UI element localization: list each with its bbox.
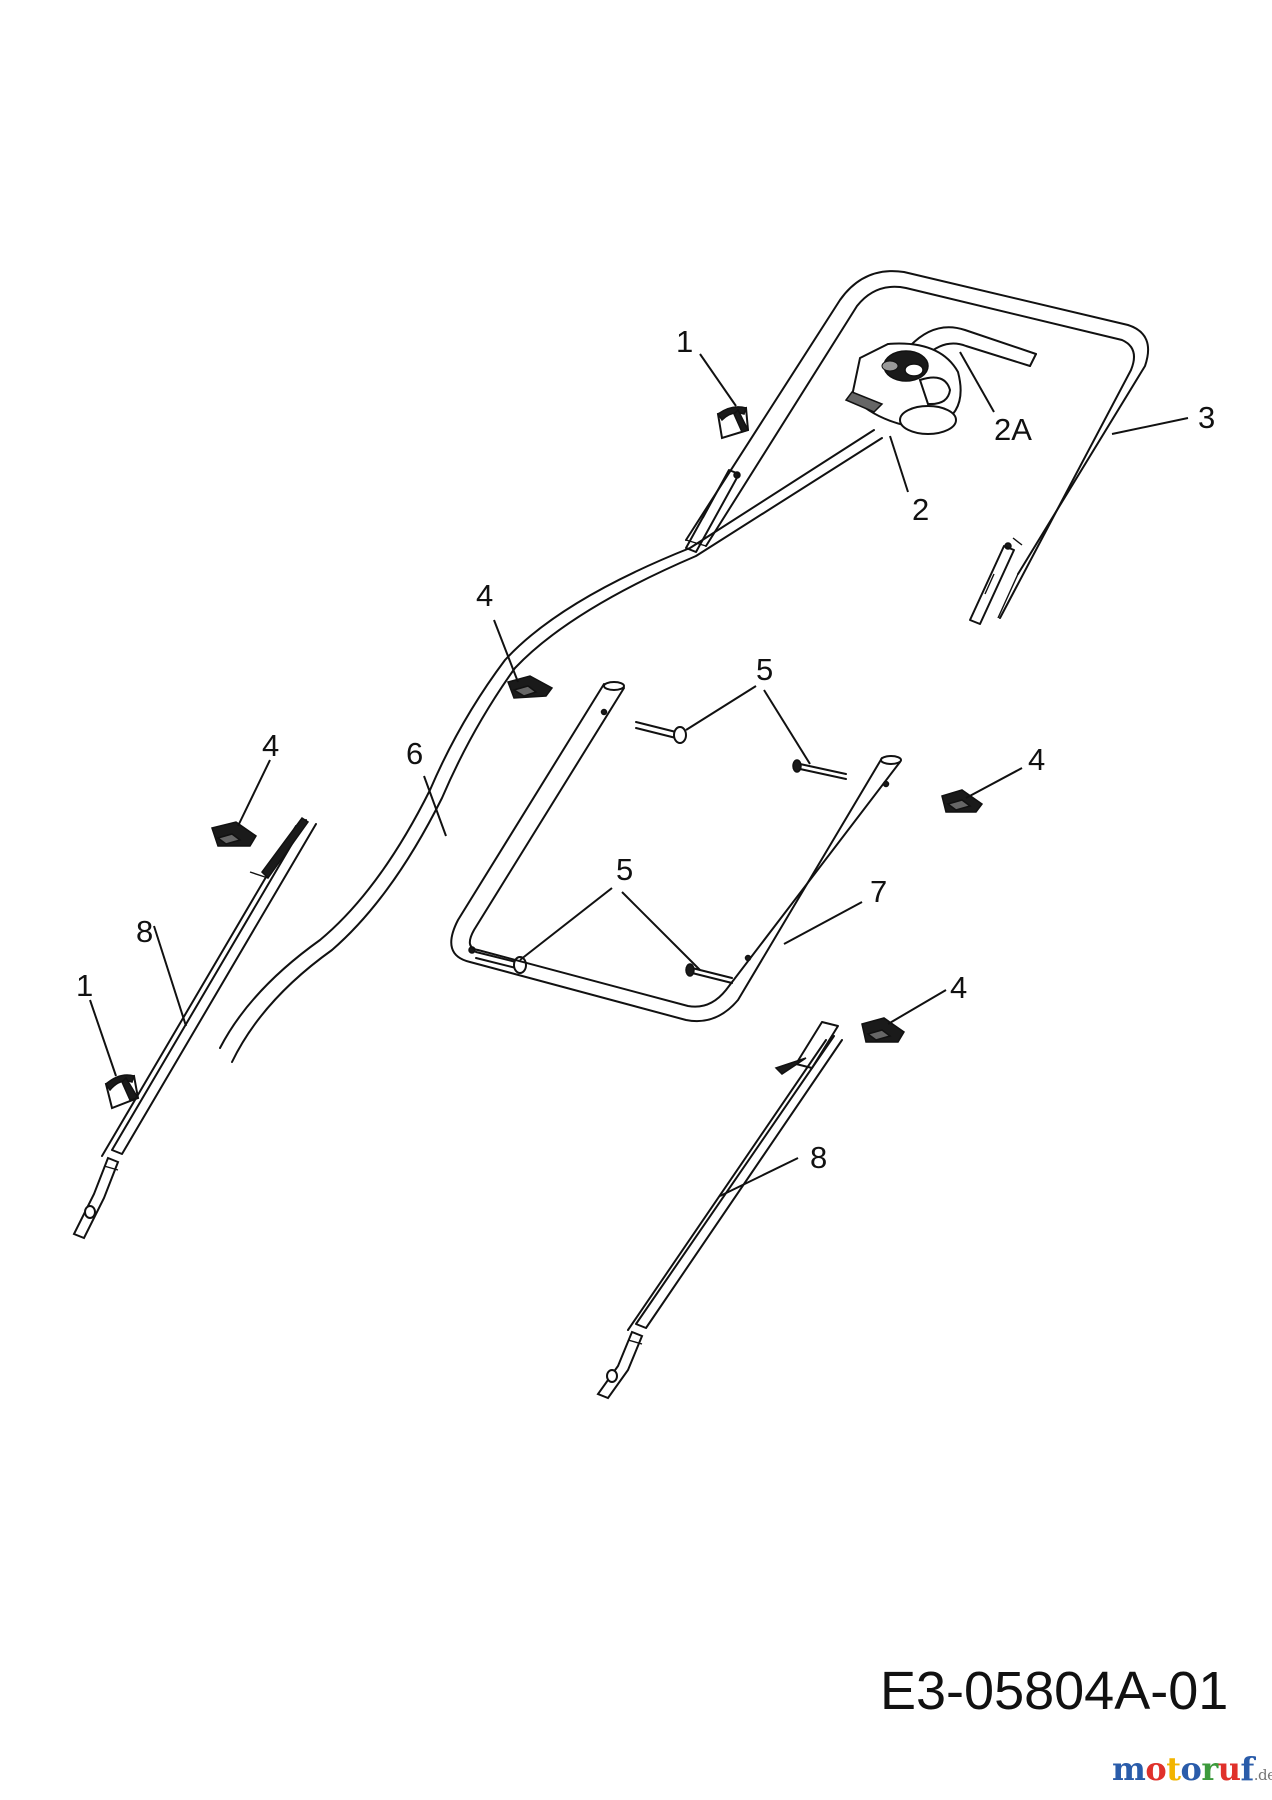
- motoruf-watermark: motoruf.de: [1112, 1750, 1272, 1788]
- callout-4-left: 4: [262, 728, 279, 763]
- callout-2: 2: [912, 492, 929, 527]
- callout-4-upper-left: 4: [476, 578, 493, 613]
- knob-right: [941, 789, 984, 813]
- upper-bar-left-sleeve: [685, 469, 740, 553]
- watermark-letter: o: [1145, 1750, 1167, 1788]
- cable: [219, 429, 883, 1063]
- knob-upper-left: [507, 675, 554, 699]
- cable-clip-lower: [104, 1074, 140, 1110]
- watermark-letter: t: [1166, 1750, 1181, 1788]
- callout-2a: 2A: [994, 412, 1032, 447]
- cable-clip-upper: [716, 406, 750, 440]
- callout-5-upper: 5: [756, 652, 773, 687]
- callout-3: 3: [1198, 400, 1215, 435]
- watermark-letter: m: [1112, 1750, 1146, 1788]
- callout-5-lower: 5: [616, 852, 633, 887]
- watermark-letter: f: [1240, 1750, 1254, 1788]
- bolt-upper-right: [792, 759, 847, 780]
- callout-1-lower: 1: [76, 968, 93, 1003]
- callout-8-left: 8: [136, 914, 153, 949]
- drawing-number: E3-05804A-01: [880, 1661, 1229, 1721]
- callout-8-right: 8: [810, 1140, 827, 1175]
- lower-bar-left: [72, 816, 317, 1240]
- watermark-letter: o: [1180, 1750, 1202, 1788]
- upper-bar-right-sleeve: [969, 545, 1015, 625]
- switch-box: [844, 342, 962, 435]
- bolt-upper-left: [635, 721, 687, 744]
- leader-lines: [89, 351, 1189, 1197]
- callout-4-lower-right: 4: [950, 970, 967, 1005]
- callout-7: 7: [870, 874, 887, 909]
- callout-6: 6: [406, 736, 423, 771]
- watermark-tld: .de: [1253, 1766, 1272, 1784]
- watermark-letter: r: [1201, 1750, 1218, 1788]
- knob-left: [211, 821, 258, 847]
- callout-1-upper: 1: [676, 324, 693, 359]
- watermark-letter: u: [1217, 1750, 1241, 1788]
- middle-frame: [450, 681, 902, 1022]
- knob-lower-right: [861, 1017, 906, 1043]
- callout-4-right: 4: [1028, 742, 1045, 777]
- bolt-lower-right: [685, 963, 733, 984]
- lower-bar-right: [596, 1021, 843, 1400]
- upper-handle-bar: [685, 270, 1150, 619]
